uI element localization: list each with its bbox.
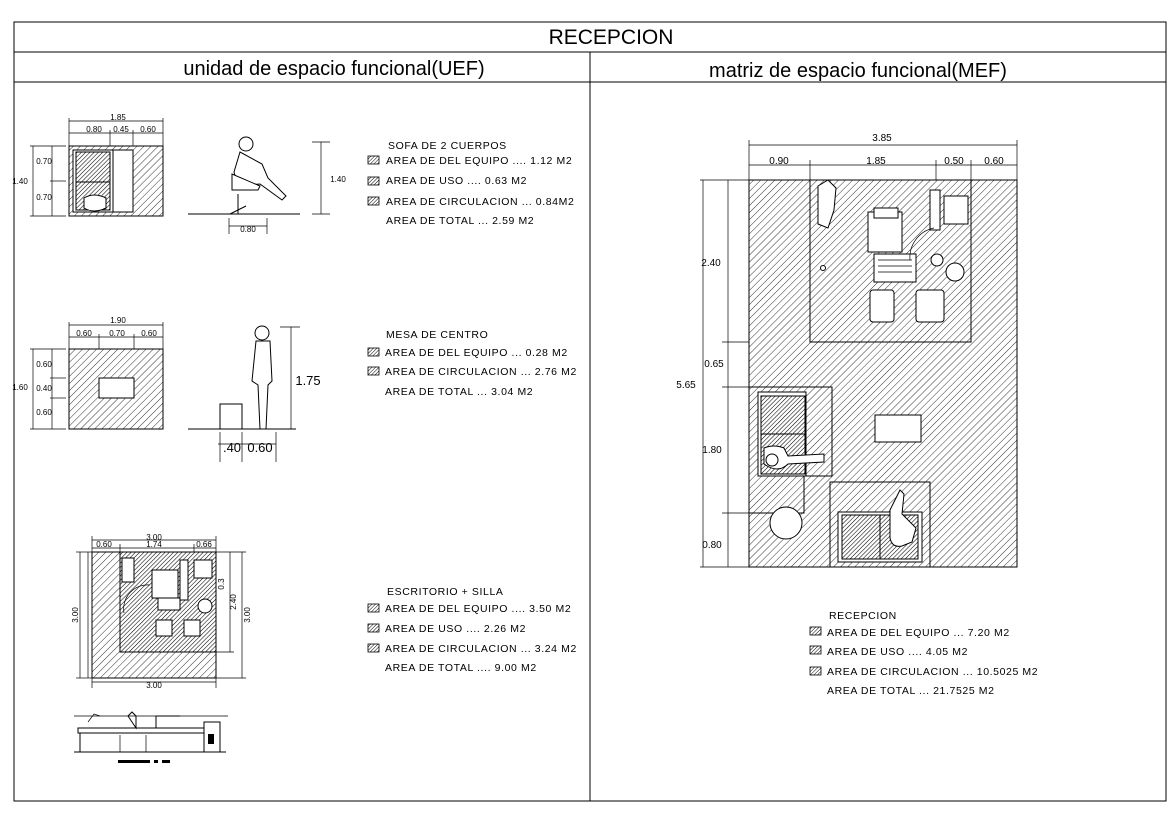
mef-legend-total: AREA DE TOTAL ... 21.7525 M2 [827, 685, 995, 697]
mesa-legend-title: MESA DE CENTRO [386, 329, 488, 341]
mef-legend-item-1: AREA DE USO .... 4.05 M2 [827, 646, 968, 658]
esc-dim-right2: 3.00 [243, 607, 252, 623]
sofa-legend-item-1: AREA DE USO .... 0.63 M2 [386, 175, 527, 187]
esc-legend-item-0: AREA DE DEL EQUIPO .... 3.50 M2 [385, 603, 571, 615]
sofa-dim-h2: 0.70 [36, 193, 52, 202]
uef-heading: unidad de espacio funcional(UEF) [183, 58, 484, 80]
sofa-dim-w2: 0.45 [113, 125, 129, 134]
mesa-base-1: .40 [223, 440, 241, 455]
mef-legend-item-0: AREA DE DEL EQUIPO ... 7.20 M2 [827, 627, 1010, 639]
sofa-legend-total: AREA DE TOTAL ... 2.59 M2 [386, 215, 534, 227]
sofa-side-height: 1.40 [330, 175, 346, 184]
mef-legend-item-2: AREA DE CIRCULACION ... 10.5025 M2 [827, 666, 1038, 678]
escritorio-legend: ESCRITORIO + SILLA AREA DE DEL EQUIPO ..… [367, 586, 577, 674]
sofa-legend-item-2: AREA DE CIRCULACION ... 0.84M2 [386, 196, 574, 208]
mef-dim-t4: 0.60 [984, 156, 1004, 167]
mef-dim-t1: 0.90 [769, 156, 789, 167]
sofa-legend-title: SOFA DE 2 CUERPOS [388, 140, 507, 152]
mesa-dim-h1: 0.60 [36, 360, 52, 369]
mef-dim-total-h: 5.65 [676, 380, 696, 391]
escritorio-plan [76, 536, 246, 688]
esc-legend-item-2: AREA DE CIRCULACION ... 3.24 M2 [385, 643, 577, 655]
mef-dim-h3: 1.80 [702, 445, 722, 456]
mesa-dim-h2: 0.40 [36, 384, 52, 393]
mef-legend-title: RECEPCION [829, 610, 897, 622]
esc-legend-total: AREA DE TOTAL .... 9.00 M2 [385, 662, 537, 674]
mef-dim-top-total: 3.85 [872, 133, 892, 144]
mesa-dim-w3: 0.60 [141, 329, 157, 338]
mef-plan [748, 179, 1018, 568]
frame [13, 21, 1167, 802]
sofa-side-base: 0.80 [240, 225, 256, 234]
sofa-dim-total: 1.85 [110, 113, 126, 122]
mesa-dim-w1: 0.60 [76, 329, 92, 338]
sofa-elevation [188, 136, 330, 234]
sofa-dim-w3: 0.60 [140, 125, 156, 134]
sofa-legend: SOFA DE 2 CUERPOS AREA DE DEL EQUIPO ...… [367, 140, 574, 227]
mesa-dim-w2: 0.70 [109, 329, 125, 338]
sofa-legend-item-0: AREA DE DEL EQUIPO .... 1.12 M2 [386, 155, 572, 167]
mesa-legend: MESA DE CENTRO AREA DE DEL EQUIPO ... 0.… [367, 329, 577, 398]
sofa-dim-w1: 0.80 [86, 125, 102, 134]
mesa-legend-item-0: AREA DE DEL EQUIPO ... 0.28 M2 [385, 347, 568, 359]
mef-dim-h2: 0.65 [704, 359, 724, 370]
sheet-title: RECEPCION [549, 26, 674, 49]
mef-dim-t3: 0.50 [944, 156, 964, 167]
escritorio-elevation [74, 711, 228, 763]
esc-dim-bottom: 3.00 [146, 681, 162, 690]
mesa-dim-h-total: 1.60 [12, 383, 28, 392]
esc-dim-top: 3.00 [146, 533, 162, 542]
esc-legend-item-1: AREA DE USO .... 2.26 M2 [385, 623, 526, 635]
mesa-elevation [188, 325, 300, 462]
esc-legend-title: ESCRITORIO + SILLA [387, 586, 504, 598]
mef-legend: RECEPCION AREA DE DEL EQUIPO ... 7.20 M2… [809, 610, 1038, 697]
mesa-dim-h3: 0.60 [36, 408, 52, 417]
mesa-legend-total: AREA DE TOTAL ... 3.04 M2 [385, 386, 533, 398]
mef-dim-h4: 0.80 [702, 540, 722, 551]
mef-heading: matriz de espacio funcional(MEF) [709, 60, 1007, 82]
sofa-dim-h-total: 1.40 [12, 177, 28, 186]
sofa-plan [30, 118, 164, 217]
esc-dim-t1: 0.60 [96, 540, 112, 549]
esc-dim-t2: 1.74 [146, 540, 162, 549]
mef-dim-t2: 1.85 [866, 156, 886, 167]
mef-dimensions [700, 140, 1018, 568]
mesa-person-height: 1.75 [295, 373, 320, 388]
esc-dim-inner: 0.3 [217, 578, 226, 590]
sofa-dim-h1: 0.70 [36, 157, 52, 166]
mesa-plan [30, 322, 164, 430]
esc-dim-t3: 0.66 [196, 540, 212, 549]
esc-dim-right1: 2.40 [229, 594, 238, 610]
mesa-base-2: 0.60 [247, 440, 272, 455]
mef-dim-h1: 2.40 [701, 258, 721, 269]
mesa-dim-total: 1.90 [110, 316, 126, 325]
esc-dim-left: 3.00 [71, 607, 80, 623]
mesa-legend-item-1: AREA DE CIRCULACION ... 2.76 M2 [385, 366, 577, 378]
